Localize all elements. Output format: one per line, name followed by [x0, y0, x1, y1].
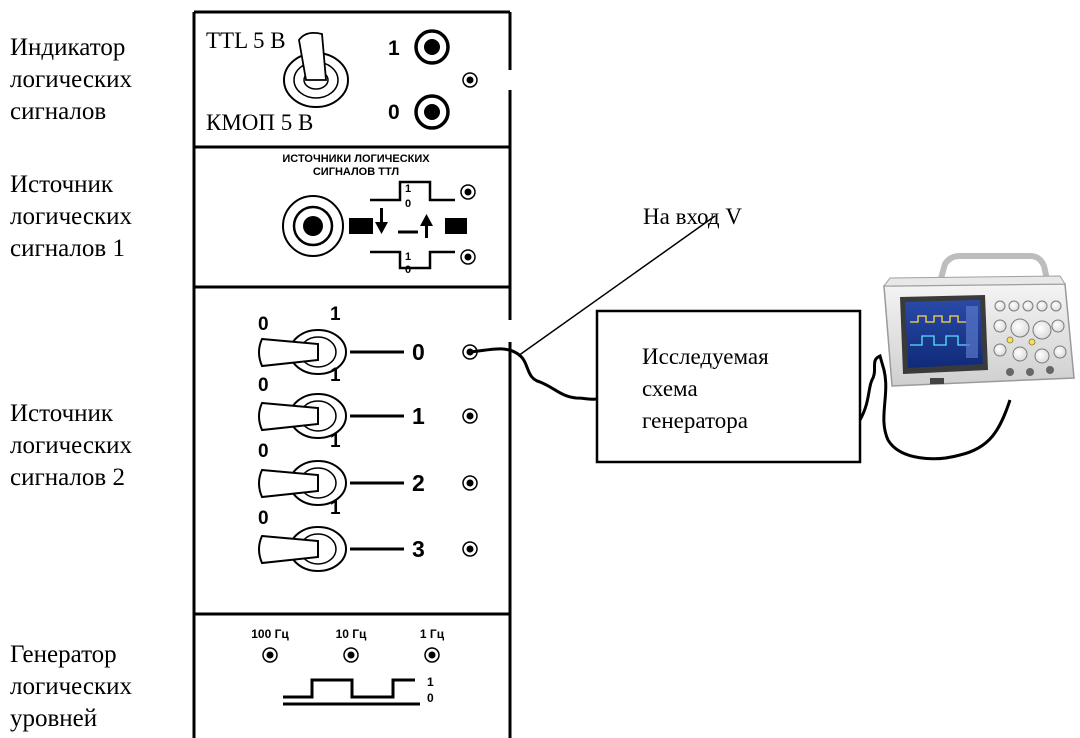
- circuit-box-line3: генератора: [642, 408, 748, 433]
- circuit-box-line1: Исследуемая: [642, 344, 769, 369]
- source1-title-line1: ИСТОЧНИКИ ЛОГИЧЕСКИХ: [282, 153, 430, 165]
- led-one-indicator: [416, 31, 448, 63]
- freq-output-jack-10hz[interactable]: [344, 648, 358, 662]
- label-source2-line2: логических: [10, 432, 133, 459]
- switch-output-jack-1[interactable]: [463, 409, 477, 423]
- source1-upper-zero: 0: [405, 198, 411, 210]
- label-generator-line1: Генератор: [10, 641, 117, 668]
- switch-on-label: 1: [330, 365, 341, 386]
- switch-channel-label: 1: [412, 403, 425, 429]
- led-zero-indicator: [416, 96, 448, 128]
- label-generator-line3: уровней: [10, 705, 97, 732]
- freq-label-1hz: 1 Гц: [420, 627, 445, 641]
- label-source1: Источник логических сигналов 1: [10, 171, 133, 262]
- source1-output-jack-lower[interactable]: [461, 250, 475, 264]
- freq-label-10hz: 10 Гц: [336, 627, 367, 641]
- label-source2-line1: Источник: [10, 400, 114, 427]
- circuit-under-test-box: Исследуемая схема генератора: [597, 311, 860, 462]
- circuit-box-line2: схема: [642, 376, 698, 401]
- toggle-switch-3[interactable]: [259, 527, 346, 571]
- freq-output-jack-1hz[interactable]: [425, 648, 439, 662]
- source1-panel: ИСТОЧНИКИ ЛОГИЧЕСКИХ СИГНАЛОВ ТТЛ 1 0 1 …: [282, 153, 475, 276]
- switch-on-label: 1: [330, 431, 341, 452]
- switch-channel-label: 2: [412, 470, 425, 496]
- oscilloscope-image: [884, 256, 1074, 386]
- toggle-switch-row: 0 1 1: [258, 365, 477, 438]
- toggle-switch-row: 0 1 3: [258, 498, 477, 571]
- indicator-panel: TTL 5 B КМОП 5 В 1 0: [206, 28, 477, 135]
- cable-to-circuit: [470, 349, 597, 399]
- generator-level-zero: 0: [427, 691, 434, 705]
- ttl-label: TTL 5 B: [206, 28, 286, 53]
- toggle-switch-row: 0 1 2: [258, 431, 477, 505]
- label-source2-line3: сигналов 2: [10, 464, 125, 491]
- source1-lower-zero: 0: [405, 264, 411, 276]
- switch-channel-label: 3: [412, 536, 425, 562]
- toggle-switch-row: 0 1 0: [258, 304, 477, 374]
- cmos-label: КМОП 5 В: [206, 110, 313, 135]
- label-source2: Источник логических сигналов 2: [10, 400, 133, 491]
- label-source1-line1: Источник: [10, 171, 114, 198]
- switch-off-label: 0: [258, 314, 269, 335]
- led-zero-label: 0: [388, 101, 400, 124]
- indicator-input-jack[interactable]: [463, 73, 477, 87]
- source1-lower-one: 1: [405, 251, 411, 263]
- input-v-label: На вход V: [643, 204, 742, 229]
- freq-label-100hz: 100 Гц: [251, 627, 289, 641]
- switch-output-jack-2[interactable]: [463, 476, 477, 490]
- switch-off-label: 0: [258, 508, 269, 529]
- label-source1-line2: логических: [10, 203, 133, 230]
- label-indicator: Индикатор логических сигналов: [10, 34, 133, 125]
- generator-panel: 100 Гц 10 Гц 1 Гц 1 0: [251, 627, 444, 705]
- generator-square-wave: [283, 680, 420, 704]
- label-indicator-line2: логических: [10, 66, 133, 93]
- switch-off-label: 0: [258, 375, 269, 396]
- source1-output-jack-upper[interactable]: [461, 185, 475, 199]
- label-generator-line2: логических: [10, 673, 133, 700]
- freq-output-jack-100hz[interactable]: [263, 648, 277, 662]
- label-indicator-line3: сигналов: [10, 98, 106, 125]
- generator-level-one: 1: [427, 675, 434, 689]
- source1-title-line2: СИГНАЛОВ ТТЛ: [313, 166, 399, 178]
- switch-on-label: 1: [330, 304, 341, 325]
- mode-toggle-switch[interactable]: [284, 33, 348, 107]
- source1-push-button[interactable]: [283, 196, 343, 256]
- switch-channel-label: 0: [412, 339, 425, 365]
- switch-on-label: 1: [330, 498, 341, 519]
- switch-off-label: 0: [258, 441, 269, 462]
- source2-panel: 0 1 0 0 1 1: [258, 304, 477, 571]
- source1-upper-one: 1: [405, 183, 411, 195]
- switch-output-jack-3[interactable]: [463, 542, 477, 556]
- label-source1-line3: сигналов 1: [10, 235, 125, 262]
- label-indicator-line1: Индикатор: [10, 34, 125, 61]
- label-generator: Генератор логических уровней: [10, 641, 133, 732]
- led-one-label: 1: [388, 37, 400, 60]
